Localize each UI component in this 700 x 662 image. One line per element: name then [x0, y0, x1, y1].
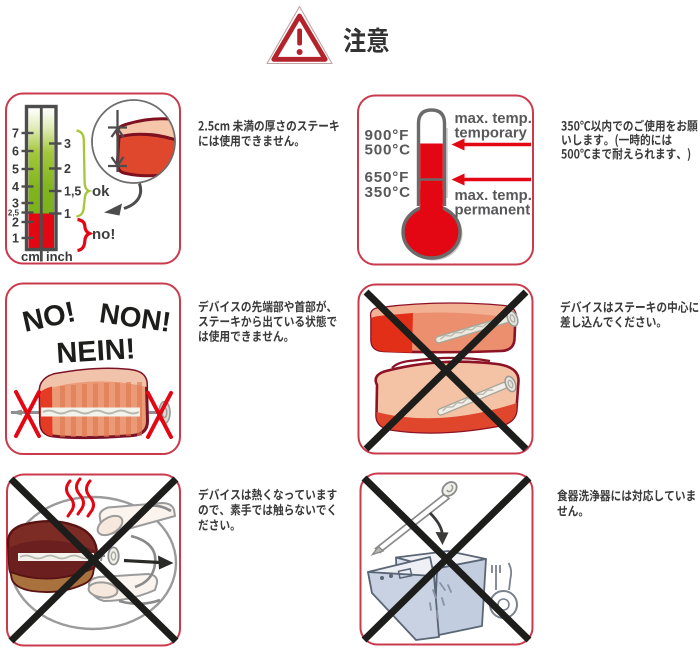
svg-text:900°F: 900°F — [365, 127, 410, 144]
svg-text:4: 4 — [12, 180, 19, 194]
svg-text:permanent: permanent — [455, 202, 531, 218]
svg-text:no!: no! — [92, 226, 115, 243]
svg-text:cm: cm — [21, 249, 40, 264]
svg-text:7: 7 — [12, 127, 19, 141]
svg-text:500°C: 500°C — [365, 141, 411, 158]
svg-text:350°C: 350°C — [365, 184, 411, 201]
svg-text:5: 5 — [12, 163, 19, 177]
svg-text:max. temp.: max. temp. — [455, 111, 532, 127]
svg-text:1,5: 1,5 — [64, 185, 81, 199]
svg-text:2,5: 2,5 — [8, 209, 20, 218]
svg-text:3: 3 — [64, 137, 71, 151]
svg-text:1: 1 — [12, 232, 19, 246]
svg-text:650°F: 650°F — [365, 169, 410, 186]
svg-text:3: 3 — [12, 197, 19, 211]
svg-text:1: 1 — [64, 207, 71, 221]
svg-text:ok: ok — [92, 183, 110, 200]
svg-text:2: 2 — [64, 162, 71, 176]
svg-text:max. temp.: max. temp. — [455, 188, 532, 204]
svg-text:inch: inch — [46, 249, 73, 264]
svg-text:NEIN!: NEIN! — [55, 333, 136, 370]
svg-text:2: 2 — [12, 216, 19, 230]
svg-text:temporary: temporary — [455, 125, 528, 141]
svg-text:6: 6 — [12, 145, 19, 159]
